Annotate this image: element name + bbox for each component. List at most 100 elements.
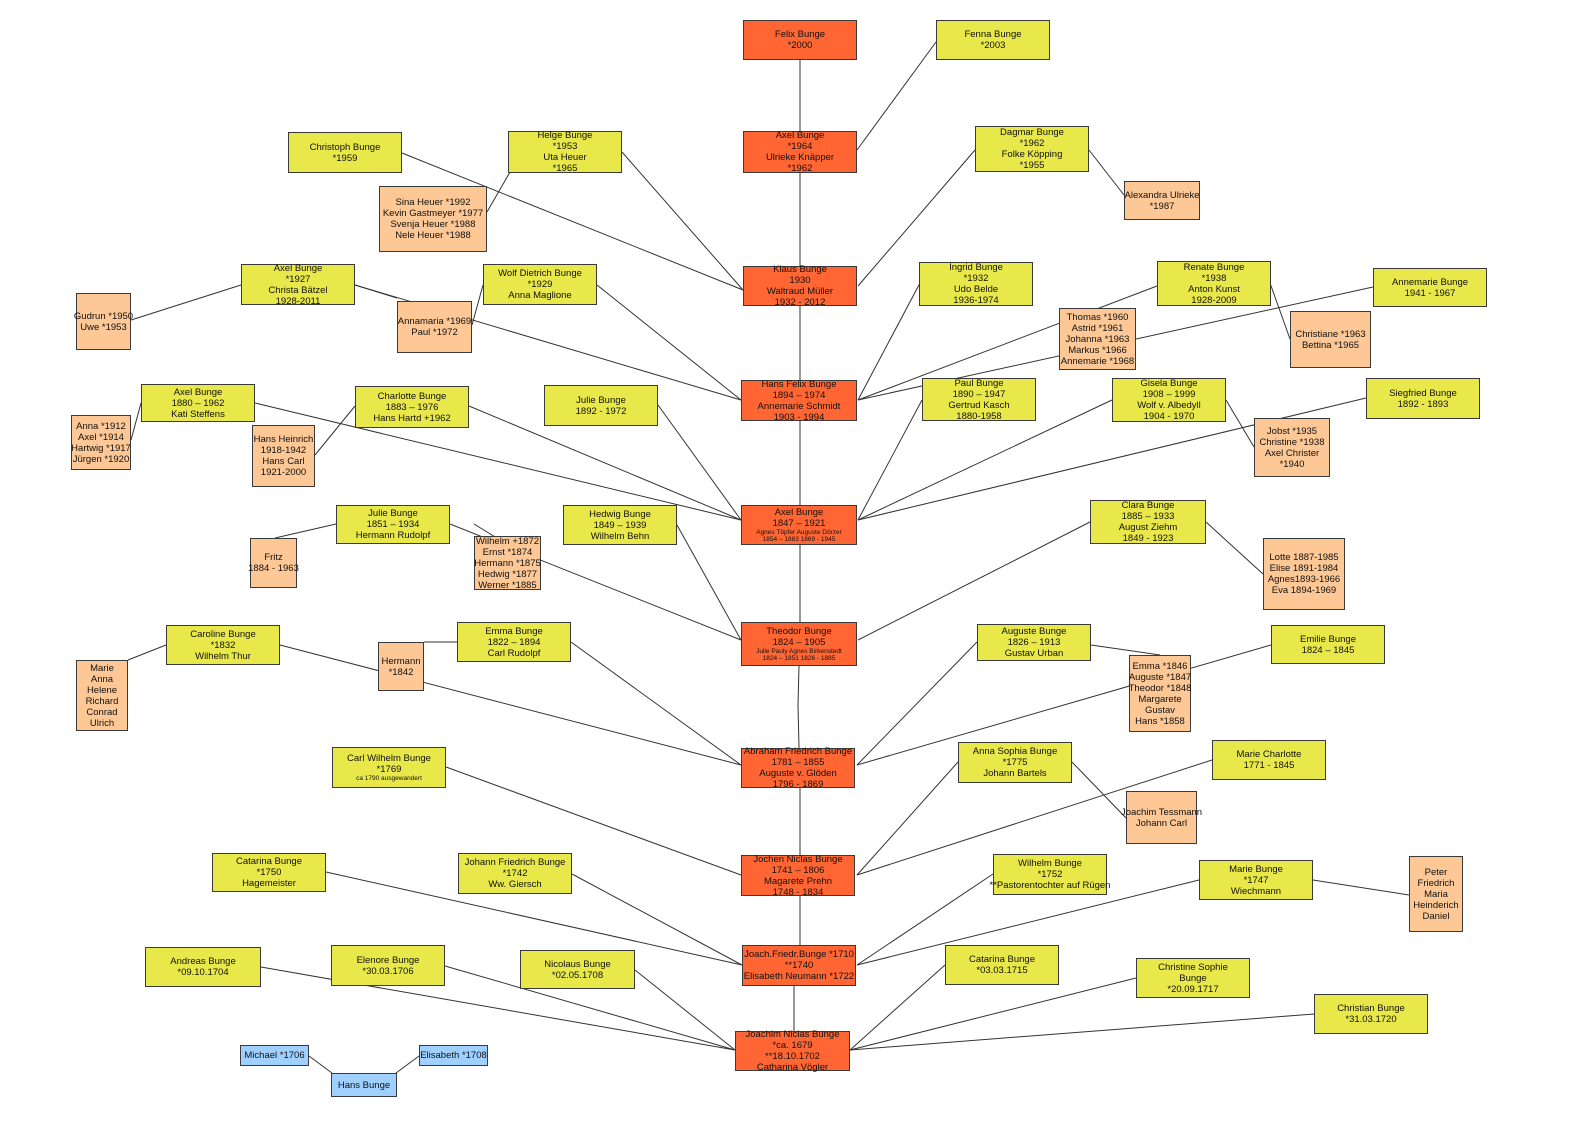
- person-text: Friedrich: [1417, 877, 1455, 889]
- person-text: 1781 – 1855: [771, 757, 825, 768]
- person-text: Eva 1894-1969: [1271, 585, 1337, 596]
- connector-line: [857, 521, 1091, 641]
- person-text: *31.03.1720: [1345, 1014, 1397, 1025]
- person-text: 1847 – 1921: [772, 518, 826, 529]
- person-text: Elise 1891-1984: [1269, 563, 1339, 574]
- connector-line: [130, 402, 142, 441]
- person-box-n0: Felix Bunge*2000: [743, 20, 857, 60]
- connector-line: [621, 151, 744, 291]
- person-text: Elisabeth Neumann *1722: [743, 971, 855, 982]
- person-text: *1987: [1149, 200, 1175, 212]
- person-text: 1822 – 1894: [487, 636, 541, 648]
- person-text: Hedwig *1877: [477, 568, 538, 580]
- person-text: Christine *1938: [1259, 436, 1325, 448]
- connector-line: [856, 641, 978, 766]
- connector-line: [849, 1013, 1315, 1051]
- person-text: 1883 – 1976: [385, 401, 439, 413]
- person-text: Nicolaus Bunge: [544, 958, 611, 970]
- person-text: 1826 – 1913: [1007, 637, 1061, 648]
- connector-line: [634, 969, 736, 1051]
- person-text: Bettina *1965: [1301, 339, 1360, 351]
- connector-line: [1090, 644, 1161, 656]
- connector-line: [314, 405, 356, 456]
- person-box-n56: Nicolaus Bunge*02.05.1708: [520, 950, 635, 989]
- person-text: Anna Maglione: [508, 290, 572, 301]
- connector-line: [856, 759, 1213, 876]
- person-text: Hagemeister: [242, 878, 296, 889]
- person-text: Carl Wilhelm Bunge: [347, 753, 431, 764]
- person-text: Axel Bunge: [774, 507, 824, 518]
- person-text: Joachim Niclas Bunge: [745, 1029, 840, 1040]
- connector-line: [127, 644, 167, 661]
- person-text: *1962: [787, 163, 813, 174]
- person-text: Hedwig Bunge: [589, 508, 651, 520]
- connector-line: [308, 1055, 333, 1074]
- connector-line: [856, 41, 937, 151]
- person-text: *1832: [210, 639, 236, 651]
- connector-line: [856, 879, 1200, 966]
- person-text: *1742: [502, 868, 528, 879]
- person-text: 1849 - 1923: [1122, 533, 1174, 544]
- person-text: Sina Heuer *1992: [395, 197, 471, 208]
- person-text: 1892 - 1972: [575, 405, 627, 417]
- person-text: Hermann Rudolpf: [355, 530, 431, 541]
- person-box-n61: Michael *1706: [240, 1045, 309, 1066]
- connector-line: [325, 871, 743, 966]
- person-text: Christian Bunge: [1337, 1003, 1405, 1014]
- person-text: *30.03.1706: [362, 965, 414, 977]
- connector-line: [857, 399, 923, 521]
- person-text: **18.10.1702: [765, 1051, 820, 1062]
- person-text: Carl Rudolpf: [487, 647, 541, 659]
- connector-line: [856, 873, 994, 966]
- person-text: Wilhelm Thur: [195, 650, 251, 662]
- person-text: 1928-2011: [275, 295, 321, 307]
- person-text: Catarina Bunge: [968, 954, 1036, 965]
- person-text: Annemarie Bunge: [1391, 276, 1469, 288]
- connector-line: [856, 761, 959, 876]
- person-text: Auguste *1847: [1128, 671, 1192, 683]
- person-text: 1851 – 1934: [366, 519, 420, 530]
- connector-line: [676, 524, 742, 641]
- person-spouse-text: ca 1790 ausgewandert: [356, 775, 422, 782]
- person-text: Astrid *1961: [1071, 322, 1124, 334]
- person-text: Werner *1885: [478, 579, 537, 591]
- person-text: Folke Köpping: [1001, 149, 1063, 160]
- person-text: Axel Bunge: [173, 386, 223, 398]
- person-text: Johanna *1963: [1065, 333, 1130, 345]
- person-text: Waltraud Müller: [766, 286, 834, 297]
- person-text: 1921-2000: [260, 467, 307, 478]
- person-box-n41: Hermann*1842: [378, 642, 424, 691]
- connector-line: [1088, 149, 1125, 196]
- person-text: Hermann *1875: [474, 557, 541, 569]
- person-text: Gustav Urban: [1004, 648, 1064, 659]
- person-text: 1932 - 2012: [774, 297, 826, 308]
- person-text: Markus *1966: [1068, 344, 1127, 356]
- person-box-n51: Wilhelm Bunge*1752**Pastorentochter auf …: [990, 854, 1110, 895]
- person-text: 1880-1958: [956, 410, 1002, 422]
- person-text: Charlotte Bunge: [377, 390, 447, 402]
- person-text: Conrad: [86, 706, 118, 718]
- person-box-n3: Christoph Bunge*1959: [288, 132, 402, 173]
- person-text: 1904 - 1970: [1143, 411, 1195, 422]
- person-box-n1: Fenna Bunge*2003: [936, 20, 1050, 60]
- connector-line: [254, 402, 742, 521]
- connector-line: [486, 171, 511, 213]
- person-text: Gudrun *1950: [73, 310, 134, 322]
